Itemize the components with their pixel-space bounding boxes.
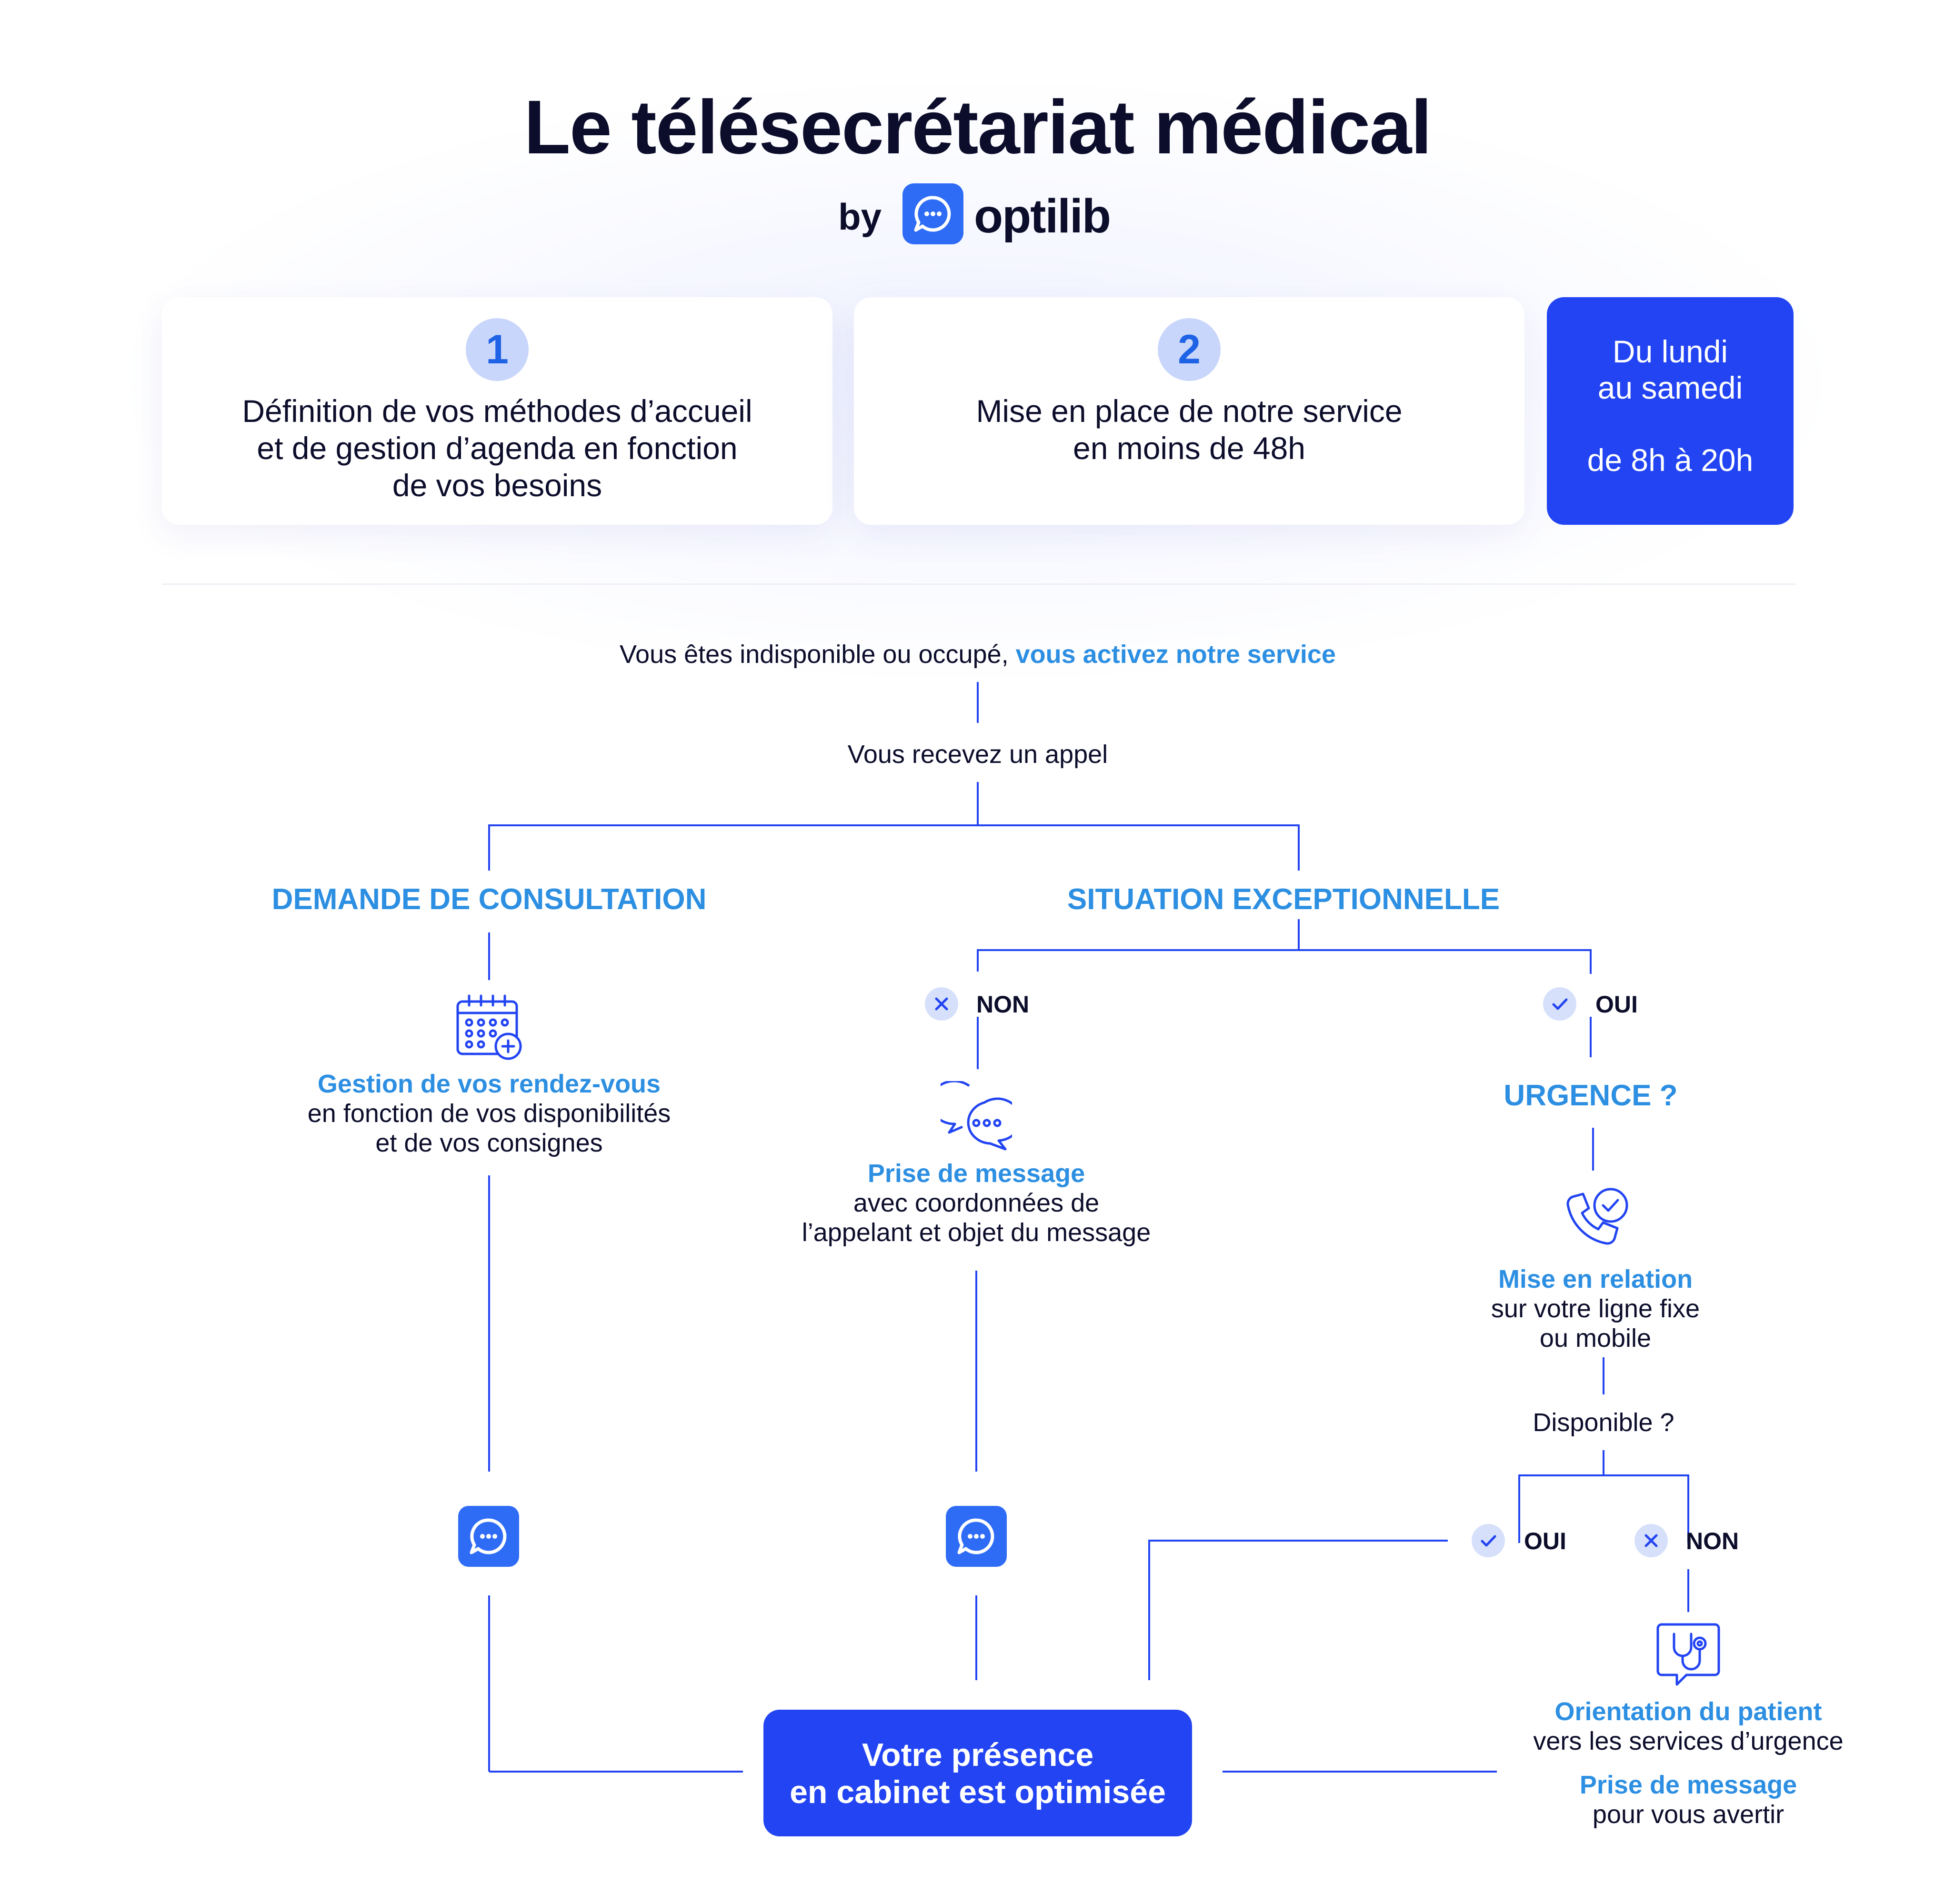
optilib-chat-icon <box>946 1506 1007 1567</box>
final-outcome-box: Votre présence en cabinet est optimisée <box>763 1710 1192 1836</box>
page-title: Le télésecrétariat médical <box>524 84 1432 170</box>
message-line: l’appelant et objet du message <box>802 1218 1151 1247</box>
final-line: en cabinet est optimisée <box>790 1774 1166 1810</box>
hours-time: de 8h à 20h <box>1587 442 1754 478</box>
step-line: Définition de vos méthodes d’accueil <box>242 393 752 429</box>
message-title: Prise de message <box>867 1159 1085 1188</box>
step-number-badge: 1 <box>466 318 529 381</box>
step-line: Mise en place de notre service <box>976 393 1403 429</box>
intro-highlight: vous activez notre service <box>1015 640 1336 669</box>
relation-block: Mise en relation sur votre ligne fixe ou… <box>1357 1264 1834 1353</box>
rdv-line: en fonction de vos disponibilités <box>307 1099 671 1128</box>
check-icon <box>1472 1524 1505 1557</box>
phone-check-icon <box>1562 1183 1634 1257</box>
orientation-title: Orientation du patient <box>1554 1697 1822 1726</box>
optilib-chat-icon <box>458 1506 519 1567</box>
calendar-add-icon <box>455 993 526 1064</box>
step-card-2: 2 Mise en place de notre service en moin… <box>854 297 1524 525</box>
exceptional-heading: SITUATION EXCEPTIONNELLE <box>1067 883 1500 916</box>
alert-line: pour vous avertir <box>1592 1800 1785 1829</box>
step-description: Mise en place de notre service en moins … <box>854 392 1524 467</box>
step-card-1: 1 Définition de vos méthodes d’accueil e… <box>162 297 832 525</box>
disponible-label: Disponible ? <box>1533 1408 1674 1437</box>
relation-title: Mise en relation <box>1498 1265 1693 1293</box>
rdv-title: Gestion de vos rendez-vous <box>317 1070 661 1098</box>
orientation-line: vers les services d’urgence <box>1533 1727 1844 1755</box>
non-label: NON <box>1686 1528 1739 1554</box>
receive-call-label: Vous recevez un appel <box>847 740 1108 769</box>
chat-bubbles-icon <box>929 1080 1022 1155</box>
stethoscope-icon <box>1655 1622 1724 1693</box>
step-number-badge: 2 <box>1158 318 1221 381</box>
orientation-block: Orientation du patient vers les services… <box>1450 1697 1926 1829</box>
rdv-block: Gestion de vos rendez-vous en fonction d… <box>203 1069 775 1158</box>
optilib-logo-icon <box>902 183 963 244</box>
consultation-heading: DEMANDE DE CONSULTATION <box>271 883 707 916</box>
message-line: avec coordonnées de <box>853 1189 1100 1217</box>
close-icon <box>925 987 958 1021</box>
oui-label: OUI <box>1524 1528 1566 1554</box>
opening-hours-card: Du lundi au samedi de 8h à 20h <box>1547 297 1794 525</box>
step-line: en moins de 48h <box>1073 431 1305 466</box>
alert-title: Prise de message <box>1579 1771 1797 1799</box>
hours-line: au samedi <box>1597 370 1743 405</box>
intro-text: Vous êtes indisponible ou occupé, <box>620 640 1016 669</box>
section-divider <box>162 583 1795 585</box>
message-block: Prise de message avec coordonnées de l’a… <box>691 1159 1262 1247</box>
final-line: Votre présence <box>862 1737 1094 1773</box>
intro-line: Vous êtes indisponible ou occupé, vous a… <box>501 640 1454 669</box>
check-icon <box>1543 987 1576 1021</box>
relation-line: sur votre ligne fixe <box>1491 1294 1700 1323</box>
step-line: de vos besoins <box>392 468 602 503</box>
brand-name: optilib <box>974 190 1111 243</box>
hours-line: Du lundi <box>1612 334 1728 369</box>
close-icon <box>1634 1524 1668 1557</box>
relation-line: ou mobile <box>1539 1324 1652 1353</box>
step-line: et de gestion d’agenda en fonction <box>257 431 738 466</box>
oui-label: OUI <box>1595 991 1638 1018</box>
rdv-line: et de vos consignes <box>375 1129 603 1157</box>
urgence-heading: URGENCE ? <box>1504 1079 1678 1112</box>
by-label: by <box>838 196 882 238</box>
step-description: Définition de vos méthodes d’accueil et … <box>162 392 832 504</box>
non-label: NON <box>976 991 1030 1018</box>
